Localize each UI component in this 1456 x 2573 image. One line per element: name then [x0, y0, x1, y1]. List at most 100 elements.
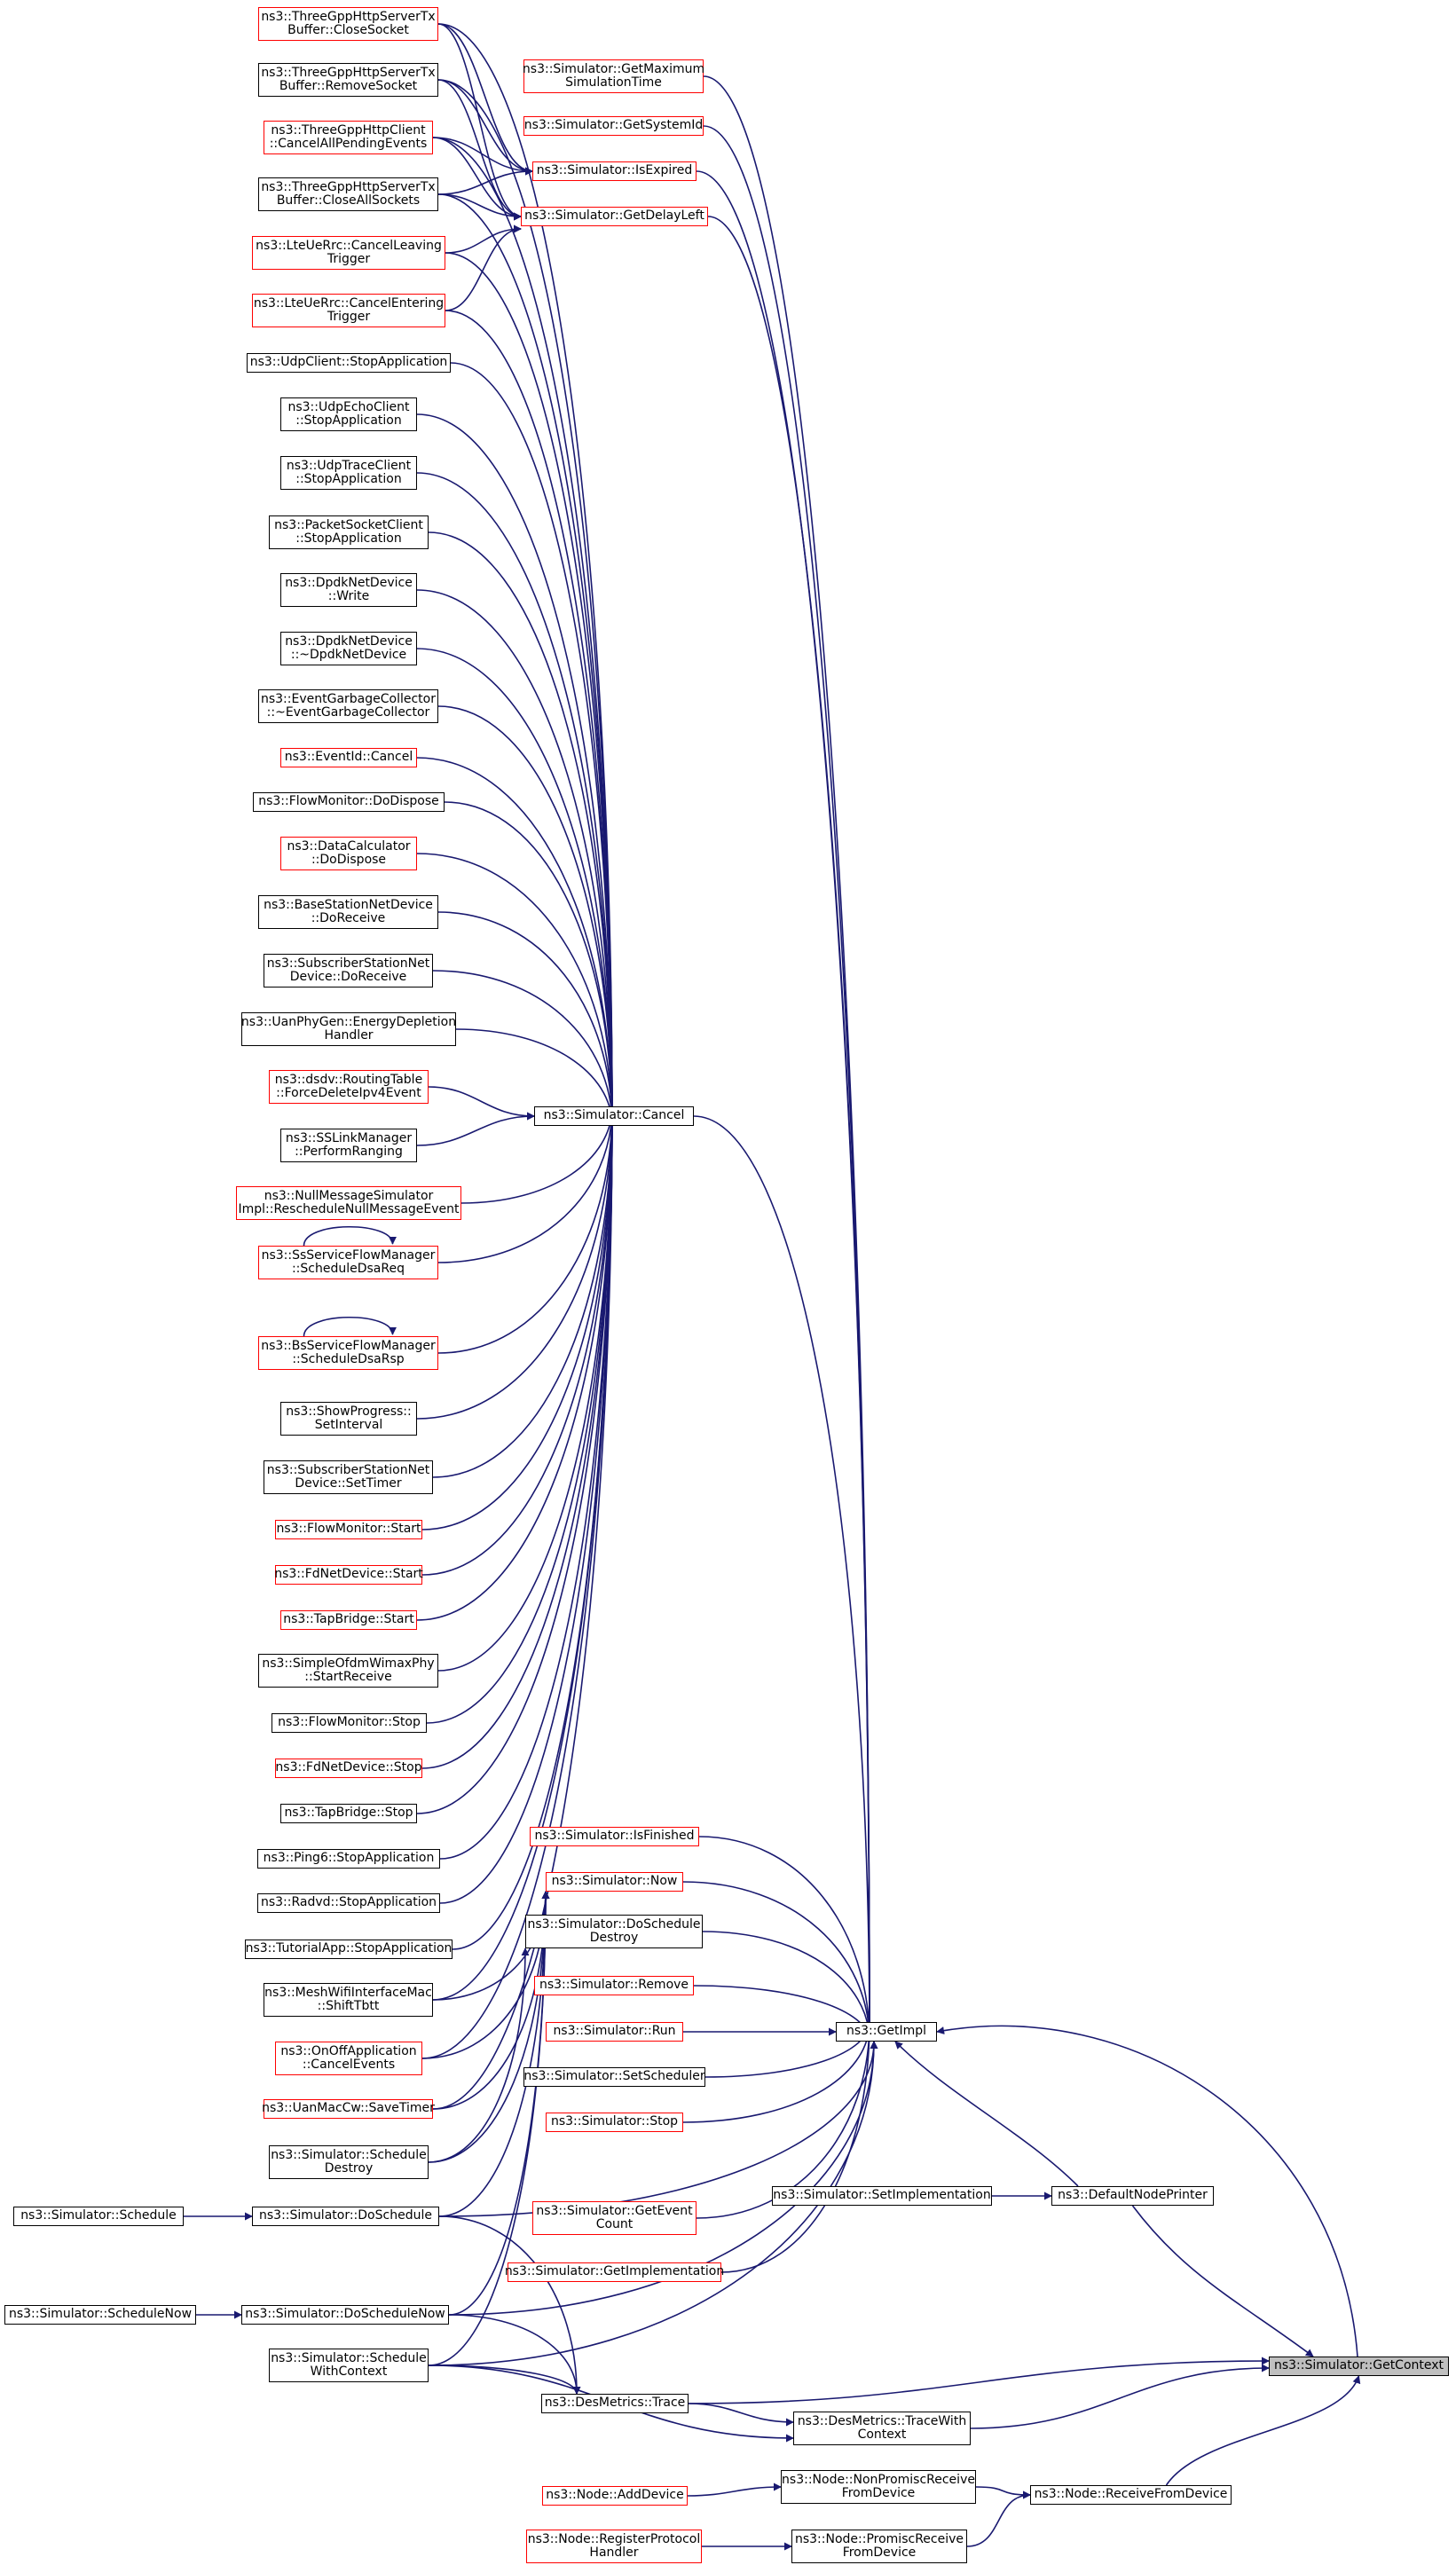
- graph-node-n61[interactable]: ns3::GetImpl: [836, 2022, 937, 2042]
- graph-node-n62[interactable]: ns3::Simulator::SetImplementation: [772, 2186, 992, 2206]
- graph-node-n21[interactable]: ns3::SSLinkManager ::PerformRanging: [280, 1129, 417, 1162]
- graph-node-label: ns3::ThreeGppHttpClient ::CancelAllPendi…: [269, 122, 428, 151]
- graph-node-n03[interactable]: ns3::ThreeGppHttpClient ::CancelAllPendi…: [264, 121, 433, 154]
- graph-node-n51[interactable]: ns3::Simulator::IsFinished: [530, 1827, 699, 1846]
- graph-node-label: ns3::Simulator::SetScheduler: [523, 2069, 705, 2084]
- graph-edge-46: [432, 137, 533, 176]
- graph-node-n38[interactable]: ns3::OnOffApplication ::CancelEvents: [275, 2042, 422, 2075]
- graph-node-n55[interactable]: ns3::Simulator::Run: [546, 2022, 683, 2042]
- graph-node-n40[interactable]: ns3::Simulator::Schedule Destroy: [269, 2145, 429, 2179]
- graph-edge-11: [416, 589, 617, 1127]
- graph-node-label: ns3::Node::AddDevice: [546, 2488, 684, 2503]
- graph-edge-78: [720, 2021, 874, 2273]
- graph-node-n60[interactable]: ns3::DesMetrics::Trace: [541, 2394, 689, 2413]
- graph-node-n02[interactable]: ns3::ThreeGppHttpServerTx Buffer::Remove…: [258, 63, 438, 97]
- graph-node-label: ns3::UdpClient::StopApplication: [249, 355, 448, 370]
- graph-node-label: ns3::SimpleOfdmWimaxPhy ::StartReceive: [262, 1656, 435, 1684]
- graph-edge-59: [428, 1947, 530, 2163]
- graph-node-n22[interactable]: ns3::NullMessageSimulator Impl::Reschedu…: [236, 1186, 461, 1220]
- graph-node-n50[interactable]: ns3::Simulator::Cancel: [534, 1106, 694, 1126]
- graph-node-n43[interactable]: ns3::Simulator::Schedule WithContext: [269, 2349, 429, 2382]
- graph-node-label: ns3::DataCalculator ::DoDispose: [287, 838, 411, 867]
- graph-node-label: ns3::Simulator::Run: [553, 2024, 676, 2039]
- graph-node-n65[interactable]: ns3::Node::AddDevice: [542, 2486, 688, 2506]
- graph-node-n07[interactable]: ns3::UdpClient::StopApplication: [247, 353, 451, 373]
- graph-node-n18[interactable]: ns3::SubscriberStationNet Device::DoRece…: [264, 954, 433, 987]
- graph-node-n17[interactable]: ns3::BaseStationNetDevice ::DoReceive: [258, 895, 438, 929]
- graph-node-n09[interactable]: ns3::UdpTraceClient ::StopApplication: [280, 456, 417, 490]
- graph-node-n28[interactable]: ns3::FdNetDevice::Start: [274, 1565, 423, 1585]
- graph-node-n64[interactable]: ns3::DefaultNodePrinter: [1051, 2186, 1214, 2206]
- graph-node-label: ns3::TapBridge::Start: [283, 1612, 414, 1627]
- graph-node-n34[interactable]: ns3::Ping6::StopApplication: [257, 1849, 440, 1869]
- graph-node-n68[interactable]: ns3::Node::PromiscReceive FromDevice: [791, 2530, 967, 2563]
- graph-node-n63[interactable]: ns3::DesMetrics::TraceWith Context: [793, 2412, 971, 2445]
- graph-node-n67[interactable]: ns3::Node::RegisterProtocol Handler: [526, 2530, 702, 2563]
- graph-node-label: ns3::Simulator::Schedule WithContext: [271, 2350, 427, 2379]
- graph-node-n31[interactable]: ns3::FlowMonitor::Stop: [272, 1713, 427, 1733]
- graph-node-n56[interactable]: ns3::Simulator::SetScheduler: [523, 2067, 705, 2087]
- graph-node-n69[interactable]: ns3::Node::ReceiveFromDevice: [1030, 2485, 1232, 2505]
- graph-edge-90: [936, 2025, 1358, 2357]
- graph-node-n19[interactable]: ns3::UanPhyGen::EnergyDepletion Handler: [241, 1012, 456, 1046]
- graph-node-n36[interactable]: ns3::TutorialApp::StopApplication: [245, 1940, 453, 1959]
- graph-node-n04[interactable]: ns3::ThreeGppHttpServerTx Buffer::CloseA…: [258, 177, 438, 211]
- graph-node-n20[interactable]: ns3::dsdv::RoutingTable ::ForceDeleteIpv…: [269, 1070, 429, 1104]
- graph-node-n45[interactable]: ns3::Simulator::ScheduleNow: [4, 2305, 196, 2325]
- graph-node-n35[interactable]: ns3::Radvd::StopApplication: [257, 1893, 440, 1913]
- graph-node-label: ns3::Simulator::IsExpired: [536, 163, 693, 178]
- graph-node-n53[interactable]: ns3::Simulator::DoSchedule Destroy: [525, 1915, 703, 1948]
- graph-node-n66[interactable]: ns3::Node::NonPromiscReceive FromDevice: [781, 2470, 976, 2504]
- graph-node-n46[interactable]: ns3::Simulator::GetMaximum SimulationTim…: [523, 59, 704, 93]
- graph-node-n39[interactable]: ns3::UanMacCw::SaveTimer: [262, 2099, 435, 2119]
- graph-node-label: ns3::Simulator::Remove: [539, 1978, 689, 1993]
- graph-edge-26: [432, 1106, 617, 1478]
- graph-node-n13[interactable]: ns3::EventGarbageCollector ::~EventGarba…: [258, 689, 438, 723]
- graph-node-label: ns3::BaseStationNetDevice ::DoReceive: [264, 897, 433, 925]
- graph-node-n25[interactable]: ns3::ShowProgress:: SetInterval: [280, 1402, 417, 1436]
- graph-edge-15: [444, 801, 617, 1127]
- graph-node-n27[interactable]: ns3::FlowMonitor::Start: [275, 1520, 422, 1539]
- graph-edge-29: [416, 1106, 617, 1621]
- graph-node-n26[interactable]: ns3::SubscriberStationNet Device::SetTim…: [264, 1460, 433, 1494]
- graph-node-n05[interactable]: ns3::LteUeRrc::CancelLeaving Trigger: [252, 236, 445, 270]
- graph-node-n48[interactable]: ns3::Simulator::IsExpired: [532, 161, 697, 181]
- graph-node-n57[interactable]: ns3::Simulator::Stop: [546, 2113, 683, 2132]
- graph-node-n06[interactable]: ns3::LteUeRrc::CancelEntering Trigger: [252, 294, 445, 327]
- graph-node-n29[interactable]: ns3::TapBridge::Start: [280, 1610, 417, 1630]
- graph-node-n59[interactable]: ns3::Simulator::GetImplementation: [505, 2262, 724, 2282]
- graph-node-n24[interactable]: ns3::BsServiceFlowManager ::ScheduleDsaR…: [258, 1336, 438, 1370]
- graph-node-label: ns3::Simulator::GetDelayLeft: [524, 209, 704, 224]
- graph-node-n23[interactable]: ns3::SsServiceFlowManager ::ScheduleDsaR…: [258, 1246, 438, 1279]
- graph-node-label: ns3::FlowMonitor::DoDispose: [258, 794, 439, 809]
- graph-edge-65: [703, 75, 874, 2042]
- graph-node-n08[interactable]: ns3::UdpEchoClient ::StopApplication: [280, 397, 417, 431]
- graph-node-n58[interactable]: ns3::Simulator::GetEvent Count: [532, 2201, 697, 2235]
- graph-node-n47[interactable]: ns3::Simulator::GetSystemId: [523, 116, 704, 136]
- graph-node-n12[interactable]: ns3::DpdkNetDevice ::~DpdkNetDevice: [280, 632, 417, 665]
- graph-node-n42[interactable]: ns3::Simulator::DoScheduleNow: [241, 2305, 449, 2325]
- graph-node-label: ns3::DesMetrics::Trace: [544, 2396, 686, 2411]
- graph-node-n11[interactable]: ns3::DpdkNetDevice ::Write: [280, 573, 417, 607]
- graph-node-label: ns3::SsServiceFlowManager ::ScheduleDsaR…: [261, 1247, 436, 1276]
- graph-node-label: ns3::Simulator::GetMaximum SimulationTim…: [522, 61, 705, 90]
- graph-node-n52[interactable]: ns3::Simulator::Now: [546, 1872, 683, 1892]
- graph-node-n16[interactable]: ns3::DataCalculator ::DoDispose: [280, 837, 417, 870]
- graph-node-n32[interactable]: ns3::FdNetDevice::Stop: [275, 1759, 422, 1778]
- graph-node-n14[interactable]: ns3::EventId::Cancel: [280, 748, 417, 767]
- graph-node-n30[interactable]: ns3::SimpleOfdmWimaxPhy ::StartReceive: [258, 1654, 438, 1688]
- graph-edge-80: [448, 2041, 878, 2316]
- graph-node-n01[interactable]: ns3::ThreeGppHttpServerTx Buffer::CloseS…: [258, 7, 438, 41]
- graph-node-n15[interactable]: ns3::FlowMonitor::DoDispose: [253, 792, 445, 812]
- graph-node-n54[interactable]: ns3::Simulator::Remove: [534, 1976, 694, 1995]
- graph-node-n44[interactable]: ns3::Simulator::Schedule: [13, 2207, 184, 2226]
- graph-node-n41[interactable]: ns3::Simulator::DoSchedule: [252, 2207, 439, 2226]
- graph-node-n33[interactable]: ns3::TapBridge::Stop: [280, 1804, 417, 1823]
- graph-node-label: ns3::SubscriberStationNet Device::DoRece…: [266, 956, 430, 984]
- graph-node-label: ns3::Simulator::DoSchedule Destroy: [527, 1916, 701, 1945]
- graph-node-label: ns3::FlowMonitor::Stop: [278, 1715, 421, 1730]
- graph-node-n37[interactable]: ns3::MeshWifiInterfaceMac ::ShiftTbtt: [264, 1983, 433, 2017]
- graph-edge-76: [682, 2021, 874, 2123]
- graph-node-n49[interactable]: ns3::Simulator::GetDelayLeft: [521, 207, 708, 226]
- graph-node-n10[interactable]: ns3::PacketSocketClient ::StopApplicatio…: [269, 515, 429, 549]
